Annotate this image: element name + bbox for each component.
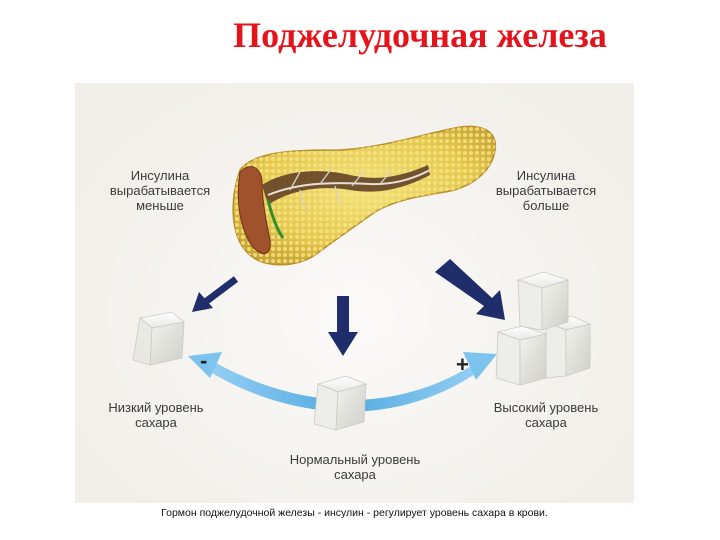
label-high-sugar-line1: Высокий уровень — [493, 400, 599, 415]
label-insulin-less: Инсулина вырабатывается меньше — [90, 168, 230, 213]
arrow-down-right-large — [435, 259, 505, 320]
label-insulin-more-line2: вырабатывается — [495, 183, 597, 198]
label-low-sugar-line2: сахара — [135, 415, 177, 430]
pancreas-illustration — [232, 125, 496, 266]
minus-sign: - — [200, 348, 208, 373]
sugar-cubes-high — [495, 271, 592, 386]
label-insulin-more-line3: больше — [522, 198, 570, 213]
label-insulin-less-line1: Инсулина — [130, 168, 190, 183]
label-low-sugar-line1: Низкий уровень — [108, 400, 204, 415]
sugar-cube-low — [132, 311, 185, 366]
arc-arrowhead-right — [463, 352, 497, 380]
plus-sign: + — [456, 352, 469, 377]
label-normal-sugar-line2: сахара — [334, 467, 376, 482]
label-normal-sugar-line1: Нормальный уровень — [289, 452, 421, 467]
caption: Гормон поджелудочной железы - инсулин - … — [161, 507, 548, 519]
arc-arrowhead-left — [188, 352, 222, 378]
label-insulin-less-line2: вырабатывается — [109, 183, 211, 198]
arrow-down-center — [328, 296, 358, 356]
label-insulin-more: Инсулина вырабатывается больше — [476, 168, 616, 213]
arrow-down-left — [192, 276, 239, 312]
label-normal-sugar: Нормальный уровень сахара — [270, 452, 440, 482]
sugar-cube-normal — [313, 375, 368, 431]
label-high-sugar: Высокий уровень сахара — [476, 400, 616, 430]
label-insulin-less-line3: меньше — [136, 198, 184, 213]
label-insulin-more-line1: Инсулина — [516, 168, 576, 183]
sugar-balance-arc — [210, 362, 478, 412]
label-low-sugar: Низкий уровень сахара — [86, 400, 226, 430]
page-title: Поджелудочная железа — [233, 15, 607, 55]
label-high-sugar-line2: сахара — [525, 415, 567, 430]
